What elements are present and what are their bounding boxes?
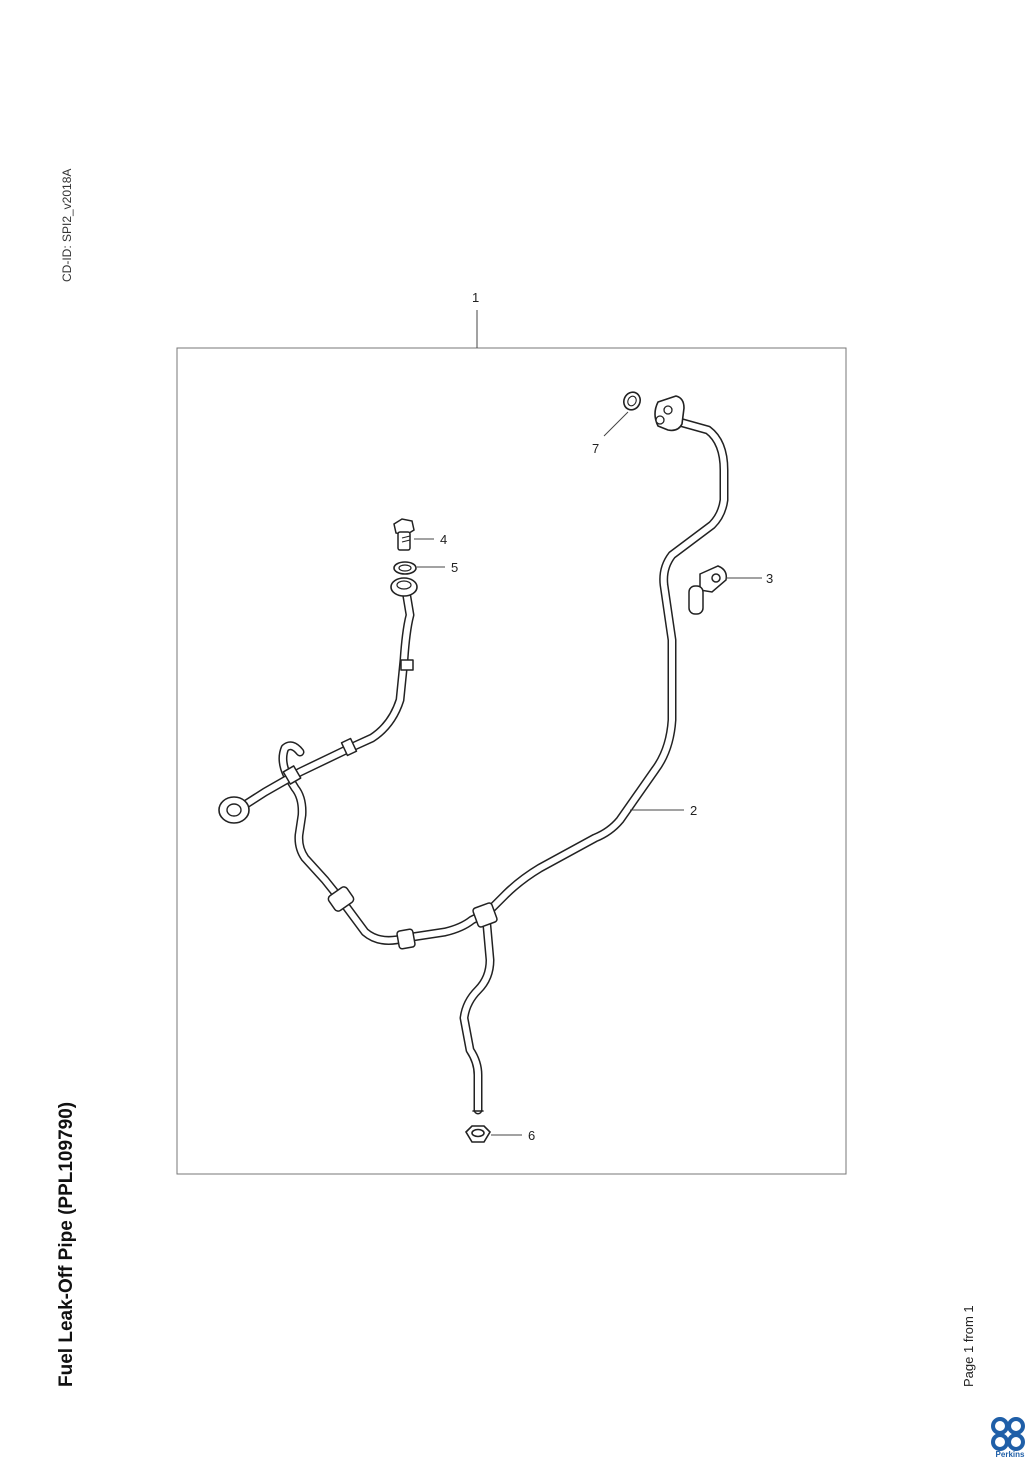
- diagram-frame: [176, 347, 847, 1175]
- sealing-washer: [393, 561, 417, 575]
- leader-7: [603, 411, 629, 437]
- brand-name: Perkins: [995, 1450, 1025, 1459]
- pipe-clip: [688, 565, 728, 615]
- callout-7: 7: [592, 441, 599, 456]
- o-ring-washer: [623, 391, 641, 411]
- callout-5: 5: [451, 560, 458, 575]
- leak-off-pipe-assembly: [218, 395, 729, 1115]
- callout-6: 6: [528, 1128, 535, 1143]
- callout-2: 2: [690, 803, 697, 818]
- callout-1: 1: [472, 290, 479, 305]
- callout-4: 4: [440, 532, 447, 547]
- banjo-bolt: [393, 518, 415, 551]
- hex-nut: [464, 1125, 492, 1143]
- perkins-logo: [991, 1417, 1025, 1451]
- callout-3: 3: [766, 571, 773, 586]
